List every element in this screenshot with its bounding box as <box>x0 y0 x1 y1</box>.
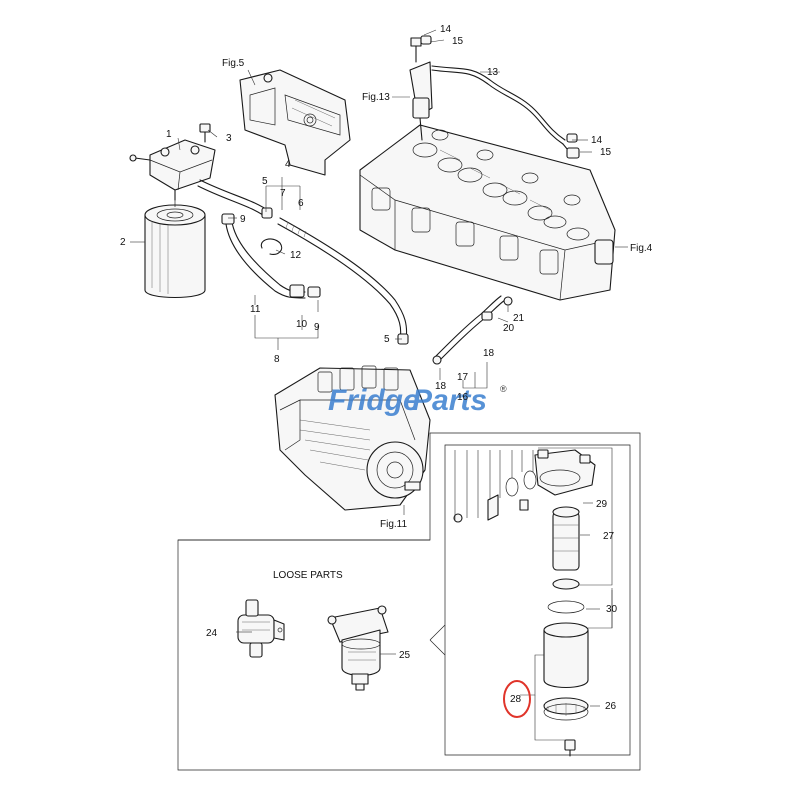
callout-4: 4 <box>285 159 291 170</box>
callout-21: 21 <box>513 313 525 324</box>
ref-fig11: Fig.11 <box>380 519 407 530</box>
ref-fig4: Fig.4 <box>630 243 653 254</box>
callout-25: 25 <box>399 650 411 661</box>
callout-17: 17 <box>457 372 469 383</box>
callout-18b: 18 <box>483 348 495 359</box>
callout-5a: 5 <box>262 176 268 187</box>
watermark-mark: ® <box>500 384 507 394</box>
callout-12: 12 <box>290 250 302 261</box>
part-24-pump <box>237 599 285 658</box>
callout-28: 28 <box>510 694 522 705</box>
callout-15b: 15 <box>600 147 612 158</box>
ref-fig5: Fig.5 <box>222 58 245 69</box>
ref-fig13: Fig.13 <box>362 92 390 103</box>
callout-26: 26 <box>605 701 617 712</box>
callout-10: 10 <box>296 319 308 330</box>
callout-14b: 14 <box>591 135 603 146</box>
callout-18a: 18 <box>435 381 447 392</box>
watermark-prefix: Fridge <box>328 384 420 417</box>
callout-15a: 15 <box>452 36 464 47</box>
callout-29: 29 <box>596 499 608 510</box>
callout-6: 6 <box>298 198 304 209</box>
bracket-fig5 <box>239 69 351 176</box>
callout-27: 27 <box>603 531 615 542</box>
watermark: Fridge Parts ® <box>328 384 507 417</box>
callout-5b: 5 <box>384 334 390 345</box>
callout-24: 24 <box>206 628 218 639</box>
part-25-separator <box>327 605 389 691</box>
callout-13: 13 <box>487 67 499 78</box>
leader-lines <box>130 29 628 741</box>
separator-detail <box>453 449 596 757</box>
loose-parts-title: LOOSE PARTS <box>273 570 343 581</box>
fuel-filter-assembly <box>129 123 216 298</box>
part-28-highlight <box>503 680 531 718</box>
injector-assembly <box>409 35 580 159</box>
callout-numbers: 1 2 3 4 5 7 6 9 12 11 10 9 8 5 18 17 16 … <box>120 24 618 712</box>
callout-2: 2 <box>120 237 126 248</box>
callout-14a: 14 <box>440 24 452 35</box>
loose-parts-panel: LOOSE PARTS <box>177 432 641 771</box>
callout-3: 3 <box>226 133 232 144</box>
fuel-hoses <box>197 179 513 365</box>
callout-7: 7 <box>280 188 286 199</box>
callout-9b: 9 <box>314 322 320 333</box>
injection-pump <box>274 365 431 511</box>
callout-9a: 9 <box>240 214 246 225</box>
cylinder-head <box>359 124 616 301</box>
watermark-suffix: Parts <box>412 384 487 417</box>
callout-8: 8 <box>274 354 280 365</box>
callout-11: 11 <box>250 304 261 315</box>
callout-16: 16 <box>457 392 469 403</box>
callout-30: 30 <box>606 604 618 615</box>
callout-1: 1 <box>166 129 172 140</box>
callout-20: 20 <box>503 323 515 334</box>
